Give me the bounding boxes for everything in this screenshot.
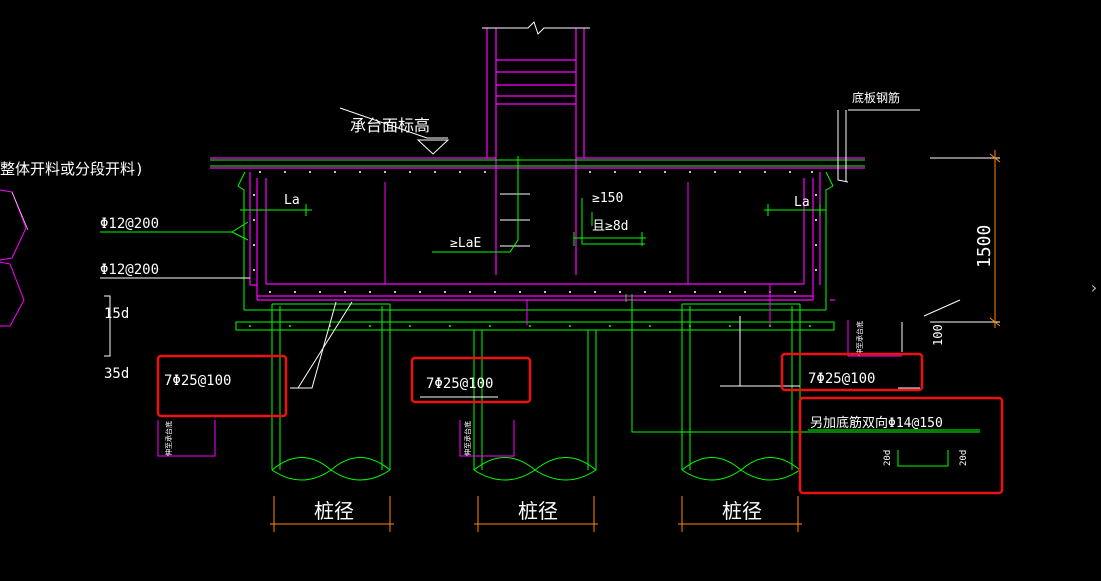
label-pile-note-right: 伸至承台底 (855, 321, 864, 356)
label-bottom-rebar-left: 7Φ25@100 (164, 373, 231, 389)
label-rebar-side-1: Φ12@200 (100, 216, 159, 232)
label-ge8d: 且≥8d (592, 219, 628, 234)
pile-1 (271, 303, 391, 481)
label-top-elevation: 承台面标高 (350, 116, 430, 135)
pile-inner-rebar (384, 182, 771, 325)
label-15d: 15d (104, 306, 129, 322)
note-boxes (157, 320, 902, 457)
label-dim-height: 1500 (974, 225, 995, 268)
label-dim-cover: 100 (931, 324, 945, 346)
label-pile-2: 桩径 (518, 499, 558, 523)
highlight-box-mid (410, 356, 532, 404)
label-la-right: La (794, 195, 810, 210)
label-left-note: 整体开料或分段开料) (0, 160, 144, 178)
label-extra-bottom-rebar: 另加底筋双向Φ14@150 (810, 415, 943, 431)
pile-2 (473, 330, 597, 481)
column-outline (486, 28, 585, 275)
la-dimensions (240, 204, 826, 246)
elevation-marker-icon (416, 139, 450, 155)
label-bottom-rebar-right: 7Φ25@100 (808, 371, 875, 387)
label-hook-left: 20d (883, 450, 893, 466)
rebar-dots (253, 171, 817, 293)
label-top-right-rebar: 底板钢筋 (852, 90, 900, 105)
rebar-lines (210, 156, 865, 331)
green-leaders (100, 221, 980, 467)
leader-lines (100, 107, 1000, 398)
highlight-boxes (156, 352, 1004, 495)
highlight-box-right (780, 352, 924, 392)
dimension-lines (270, 150, 1001, 532)
column-break-line (482, 21, 590, 35)
pan-right-icon[interactable]: › (1090, 278, 1098, 297)
highlight-box-left (156, 354, 288, 418)
left-partial-shapes (0, 189, 29, 327)
label-pile-3: 桩径 (722, 499, 762, 523)
label-la-left: La (284, 193, 300, 208)
column-ties (500, 193, 530, 247)
label-35d: 35d (104, 366, 129, 382)
pile-3 (681, 303, 801, 481)
highlight-box-extra (798, 396, 1004, 495)
label-rebar-side-2: Φ12@200 (100, 262, 159, 278)
label-bottom-rebar-mid: 7Φ25@100 (426, 376, 493, 392)
label-pile-note-mid: 伸至承台底 (463, 421, 472, 456)
label-lae: ≥LaE (450, 236, 481, 251)
label-pile-1: 桩径 (314, 499, 354, 523)
label-pile-note-left: 伸至承台底 (164, 421, 173, 456)
label-hook-right: 20d (959, 450, 969, 466)
pile-cap-outline (210, 157, 865, 301)
label-gt150: ≥150 (592, 191, 623, 206)
